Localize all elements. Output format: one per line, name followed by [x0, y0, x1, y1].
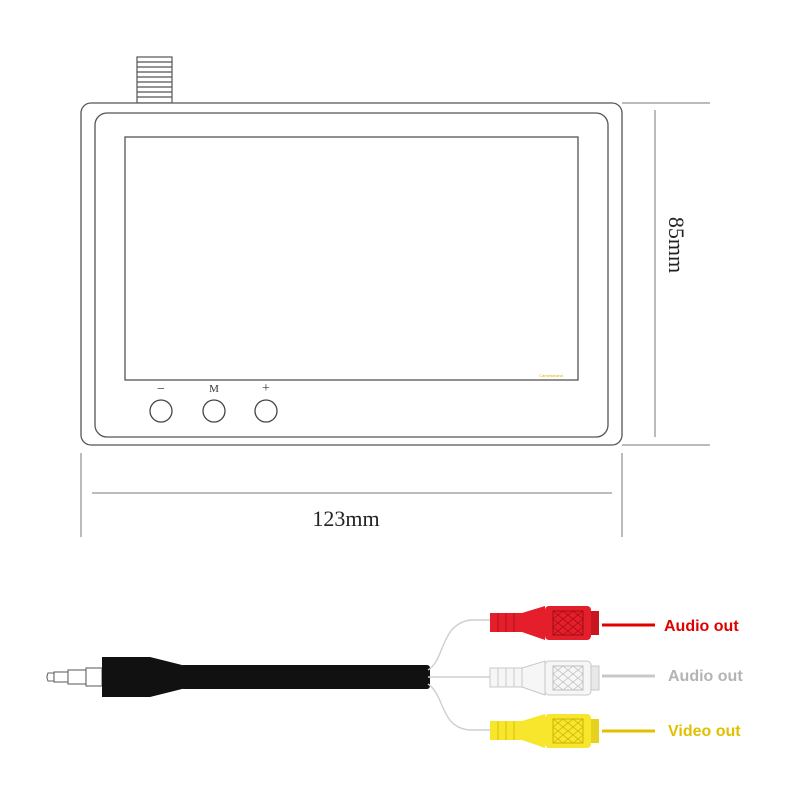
output-label-audio-red: Audio out — [664, 618, 739, 635]
screen-brand-text: Camelsbrand — [539, 373, 563, 378]
output-label-audio-white: Audio out — [668, 668, 743, 685]
monitor-screen — [124, 136, 579, 381]
jack-plug-icon — [46, 667, 103, 687]
rca-plug-red — [490, 606, 599, 640]
height-dimension-label: 85mm — [664, 217, 689, 273]
button-plus[interactable]: + — [254, 381, 278, 423]
av-cable: Audio out Audio out Video out — [46, 606, 743, 748]
button-plus-label: + — [262, 381, 270, 396]
width-dimension-label: 123mm — [312, 506, 379, 531]
rca-plug-white — [489, 660, 600, 696]
button-menu-label: M — [209, 383, 219, 395]
monitor: Camelsbrand − M + — [80, 56, 623, 446]
rca-plug-yellow — [490, 714, 599, 748]
button-minus-label: − — [157, 382, 165, 397]
cable-main — [180, 665, 430, 689]
jack-housing — [102, 657, 182, 697]
antenna-icon — [136, 56, 173, 104]
output-label-video: Video out — [668, 723, 741, 740]
dimension-lines — [80, 102, 710, 537]
button-menu[interactable]: M — [202, 383, 226, 423]
split-wires — [427, 619, 490, 731]
button-minus[interactable]: − — [149, 382, 173, 423]
